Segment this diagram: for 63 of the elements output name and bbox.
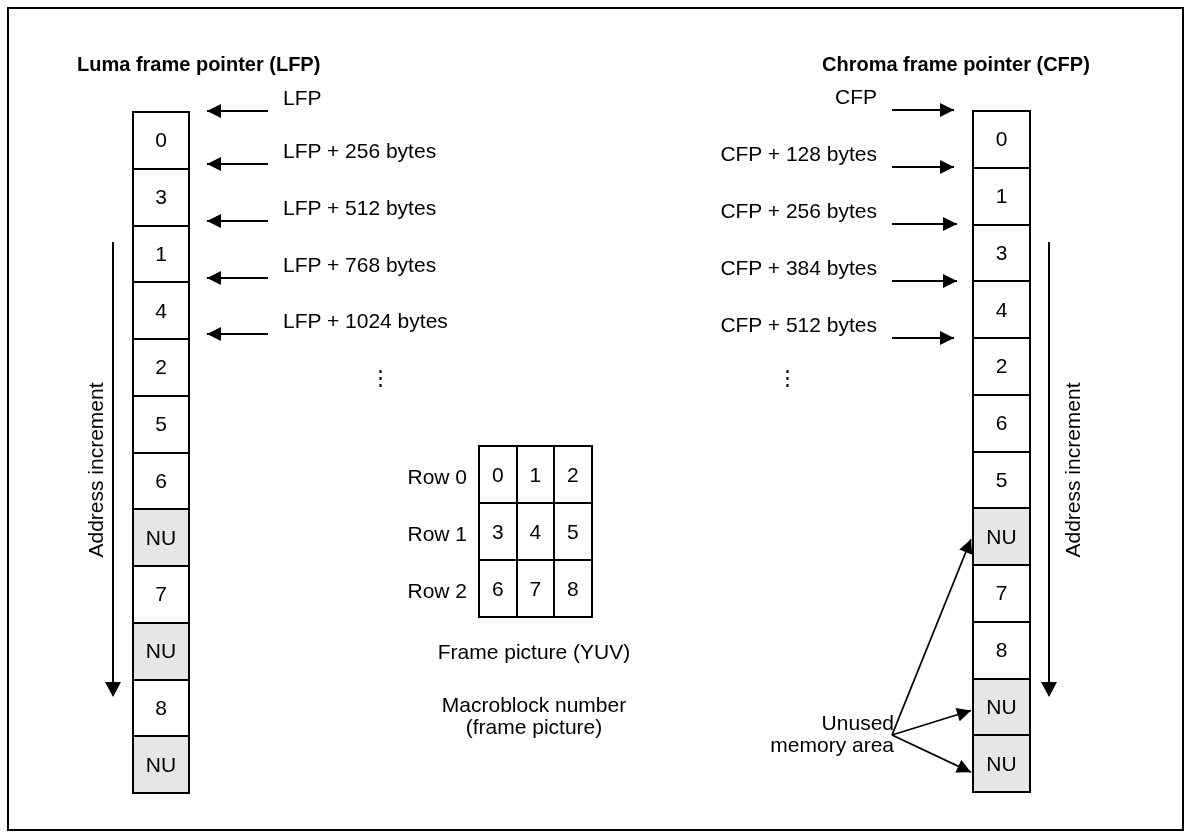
macroblock-cell: 6: [478, 559, 518, 618]
pointer-label: CFP + 128 bytes: [680, 139, 892, 169]
memory-cell: 5: [132, 394, 190, 454]
pointer-arrow: [206, 157, 269, 171]
axis-label: Address increment: [84, 382, 108, 558]
continuation-dots: ⋮: [369, 366, 391, 390]
pointer-arrow: [891, 160, 955, 174]
pointer-label: LFP + 1024 bytes: [268, 306, 468, 336]
memory-cell: 0: [972, 110, 1031, 169]
row-label: Row 1: [407, 522, 467, 546]
macroblock-cell: 2: [553, 445, 593, 504]
pointer-arrow: [891, 217, 958, 231]
pointer-arrow: [891, 274, 958, 288]
memory-cell: 5: [972, 450, 1031, 510]
pointer-label: LFP: [268, 83, 468, 113]
memory-cell: 7: [972, 564, 1031, 623]
memory-cell: 4: [972, 280, 1031, 339]
callout-text: Unused memory area: [770, 708, 894, 760]
pointer-arrow: [206, 327, 269, 341]
memory-cell: 8: [972, 620, 1031, 680]
memory-cell: NU: [972, 677, 1031, 737]
memory-cell: 2: [132, 338, 190, 397]
leader-line: [891, 734, 972, 774]
memory-cell: 7: [132, 565, 190, 624]
pointer-label: LFP + 768 bytes: [268, 250, 468, 280]
memory-cell: 0: [132, 111, 190, 170]
pointer-label: CFP + 256 bytes: [680, 196, 892, 226]
memory-cell: NU: [972, 734, 1031, 793]
memory-cell: 3: [132, 167, 190, 227]
macroblock-cell: 8: [553, 559, 593, 618]
macroblock-cell: 0: [478, 445, 518, 504]
pointer-arrow: [206, 214, 269, 228]
pointer-label: CFP: [680, 82, 892, 112]
memory-cell: 3: [972, 223, 1031, 283]
pointer-arrow: [891, 331, 955, 345]
pointer-label: LFP + 512 bytes: [268, 193, 468, 223]
row-label: Row 0: [407, 465, 467, 489]
row-label: Row 2: [407, 579, 467, 603]
pointer-label: CFP + 512 bytes: [680, 310, 892, 340]
pointer-label: LFP + 256 bytes: [268, 136, 468, 166]
pointer-arrow: [206, 271, 269, 285]
pointer-arrow: [206, 104, 269, 118]
memory-cell: 8: [132, 678, 190, 738]
memory-cell: NU: [132, 735, 190, 794]
column-heading: Chroma frame pointer (CFP): [822, 52, 1090, 76]
memory-cell: 1: [132, 224, 190, 284]
continuation-dots: ⋮: [776, 366, 798, 390]
pointer-arrow: [891, 103, 955, 117]
leader-line: [891, 707, 972, 736]
leader-line: [891, 538, 973, 736]
column-heading: Luma frame pointer (LFP): [77, 52, 321, 76]
memory-cell: 6: [972, 393, 1031, 453]
memory-cell: NU: [132, 621, 190, 681]
axis-label: Address increment: [1061, 382, 1085, 558]
memory-cell: 6: [132, 451, 190, 511]
memory-cell: 1: [972, 166, 1031, 226]
memory-cell: 4: [132, 281, 190, 340]
memory-cell: NU: [132, 508, 190, 567]
memory-cell: NU: [972, 507, 1031, 566]
pointer-label: CFP + 384 bytes: [680, 253, 892, 283]
figure-caption: Macroblock number (frame picture): [440, 694, 628, 738]
memory-cell: 2: [972, 337, 1031, 396]
figure-caption: Frame picture (YUV): [437, 640, 631, 664]
